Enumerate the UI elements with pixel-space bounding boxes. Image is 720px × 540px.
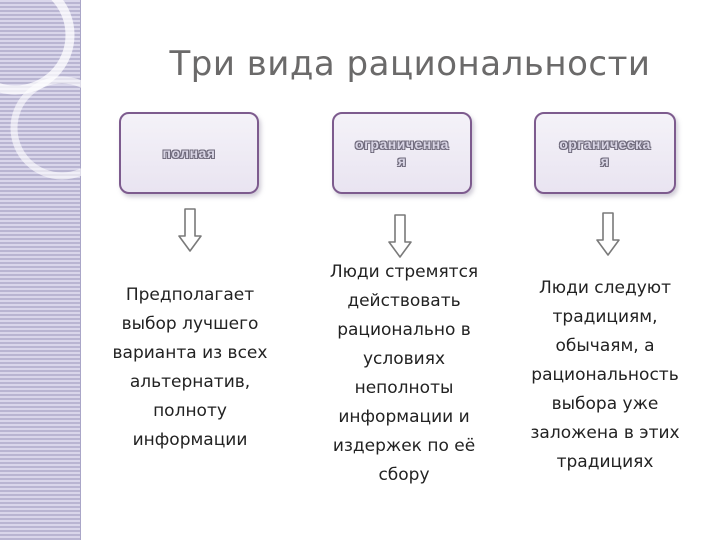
decorative-circles-icon — [0, 0, 120, 200]
box-organic: органическа я — [534, 112, 676, 194]
description-organic: Люди следуют традициям, обычаям, а рацио… — [510, 274, 700, 477]
box-bounded-label: ограниченна я — [355, 136, 449, 170]
description-bounded: Люди стремятся действовать рационально в… — [309, 258, 499, 490]
down-arrow-icon — [596, 212, 620, 256]
description-full: Предполагает выбор лучшего варианта из в… — [95, 281, 285, 455]
box-bounded: ограниченна я — [332, 112, 472, 194]
box-organic-label: органическа я — [559, 136, 651, 170]
box-full: полная — [119, 112, 259, 194]
down-arrow-icon — [178, 208, 202, 252]
down-arrow-icon — [388, 214, 412, 258]
page-title: Три вида рациональности — [150, 44, 670, 84]
box-full-label: полная — [163, 145, 216, 162]
